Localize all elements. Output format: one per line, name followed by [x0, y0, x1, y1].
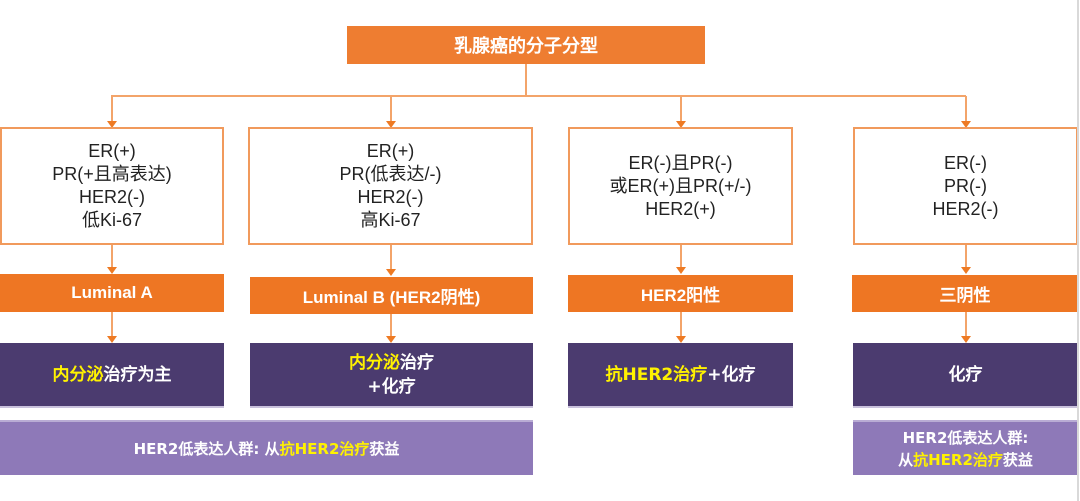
- connector-branch-bar: [111, 95, 966, 97]
- connector-type-tx-2: [390, 314, 392, 337]
- criteria-line: HER2(-): [79, 187, 145, 207]
- treatment-highlight: 内分泌: [52, 364, 104, 385]
- note-text: HER2低表达人群: 从: [133, 439, 280, 458]
- treatment-line: 内分泌治疗: [349, 351, 434, 375]
- diagram-title-text: 乳腺癌的分子分型: [454, 36, 598, 57]
- treatment-text: 治疗: [400, 352, 434, 373]
- note-text: 从: [898, 450, 914, 469]
- treatment-box-her2-positive: 抗HER2治疗+化疗: [568, 343, 793, 408]
- treatment-line: 内分泌治疗为主: [53, 363, 172, 387]
- note-text: HER2低表达人群:: [902, 428, 1029, 447]
- connector-title-down: [525, 64, 527, 97]
- treatment-box-luminal-a: 内分泌治疗为主: [0, 343, 224, 408]
- arrow-icon: [386, 121, 396, 128]
- criteria-line: PR(+且高表达): [52, 164, 172, 184]
- treatment-text: +化疗: [367, 376, 416, 397]
- treatment-highlight: 抗HER2治疗: [605, 364, 708, 385]
- subtype-label-her2-positive: HER2阳性: [568, 275, 793, 312]
- criteria-line: ER(+): [88, 141, 136, 161]
- criteria-line: HER2(-): [357, 187, 424, 207]
- connector-type-tx-3: [680, 312, 682, 337]
- arrow-icon: [676, 336, 686, 343]
- treatment-text: 治疗为主: [103, 364, 172, 385]
- criteria-line: 或ER(+)且PR(+/-): [609, 175, 752, 196]
- connector-crit-type-2: [390, 245, 392, 270]
- connector-crit-type-4: [965, 245, 967, 268]
- treatment-line: 抗HER2治疗+化疗: [605, 363, 755, 387]
- arrow-icon: [386, 336, 396, 343]
- arrow-icon: [386, 269, 396, 276]
- diagram-title: 乳腺癌的分子分型: [347, 26, 705, 64]
- arrow-icon: [961, 336, 971, 343]
- criteria-box-her2-positive: ER(-)且PR(-) 或ER(+)且PR(+/-) HER2(+): [568, 127, 793, 245]
- note-text: 获益: [1002, 450, 1033, 469]
- criteria-box-triple-negative: ER(-) PR(-) HER2(-): [853, 127, 1078, 245]
- connector-type-tx-1: [111, 312, 113, 337]
- criteria-line: ER(-)且PR(-): [628, 152, 733, 173]
- connector-drop-2: [390, 96, 392, 122]
- arrow-icon: [961, 267, 971, 274]
- note-line: HER2低表达人群: 从抗HER2治疗获益: [134, 438, 400, 460]
- arrow-icon: [107, 121, 117, 128]
- criteria-line: HER2(+): [645, 198, 716, 219]
- arrow-icon: [107, 267, 117, 274]
- note-text: 获益: [369, 439, 400, 458]
- her2-low-note-luminal: HER2低表达人群: 从抗HER2治疗获益: [0, 420, 533, 475]
- connector-crit-type-1: [111, 245, 113, 268]
- her2-low-note-triple-negative: HER2低表达人群: 从抗HER2治疗获益: [853, 420, 1078, 475]
- treatment-line: +化疗: [367, 375, 415, 399]
- criteria-line: ER(-): [944, 152, 987, 173]
- treatment-box-luminal-b: 内分泌治疗 +化疗: [250, 343, 533, 408]
- arrow-icon: [676, 121, 686, 128]
- note-line: 从抗HER2治疗获益: [898, 449, 1033, 471]
- connector-drop-3: [680, 96, 682, 122]
- criteria-line: ER(+): [366, 141, 415, 161]
- connector-crit-type-3: [680, 245, 682, 268]
- note-line: HER2低表达人群:: [903, 427, 1029, 449]
- treatment-box-triple-negative: 化疗: [853, 343, 1078, 408]
- subtype-name: HER2阳性: [640, 286, 721, 305]
- subtype-label-triple-negative: 三阴性: [852, 275, 1078, 312]
- treatment-line: 化疗: [949, 363, 983, 387]
- subtype-name: 三阴性: [939, 286, 991, 305]
- subtype-label-luminal-a: Luminal A: [0, 274, 224, 312]
- subtype-name: Luminal B (HER2阴性): [302, 288, 481, 307]
- criteria-line: PR(低表达/-): [339, 164, 442, 184]
- criteria-line: HER2(-): [932, 198, 999, 219]
- connector-drop-1: [111, 96, 113, 122]
- note-highlight: 抗HER2治疗: [913, 450, 1003, 469]
- connector-type-tx-4: [965, 312, 967, 337]
- criteria-line: PR(-): [944, 175, 987, 196]
- criteria-line: 低Ki-67: [81, 210, 143, 230]
- arrow-icon: [676, 267, 686, 274]
- criteria-line: 高Ki-67: [360, 210, 421, 230]
- subtype-name: Luminal A: [71, 283, 153, 302]
- connector-drop-4: [965, 96, 967, 122]
- slide-edge-divider: [1077, 0, 1079, 501]
- treatment-highlight: 内分泌: [349, 352, 400, 373]
- arrow-icon: [107, 336, 117, 343]
- criteria-box-luminal-a: ER(+) PR(+且高表达) HER2(-) 低Ki-67: [0, 127, 224, 245]
- treatment-text: +化疗: [707, 364, 756, 385]
- treatment-text: 化疗: [948, 364, 983, 385]
- arrow-icon: [961, 121, 971, 128]
- subtype-label-luminal-b: Luminal B (HER2阴性): [250, 277, 533, 314]
- note-highlight: 抗HER2治疗: [279, 439, 370, 458]
- criteria-box-luminal-b: ER(+) PR(低表达/-) HER2(-) 高Ki-67: [248, 127, 533, 245]
